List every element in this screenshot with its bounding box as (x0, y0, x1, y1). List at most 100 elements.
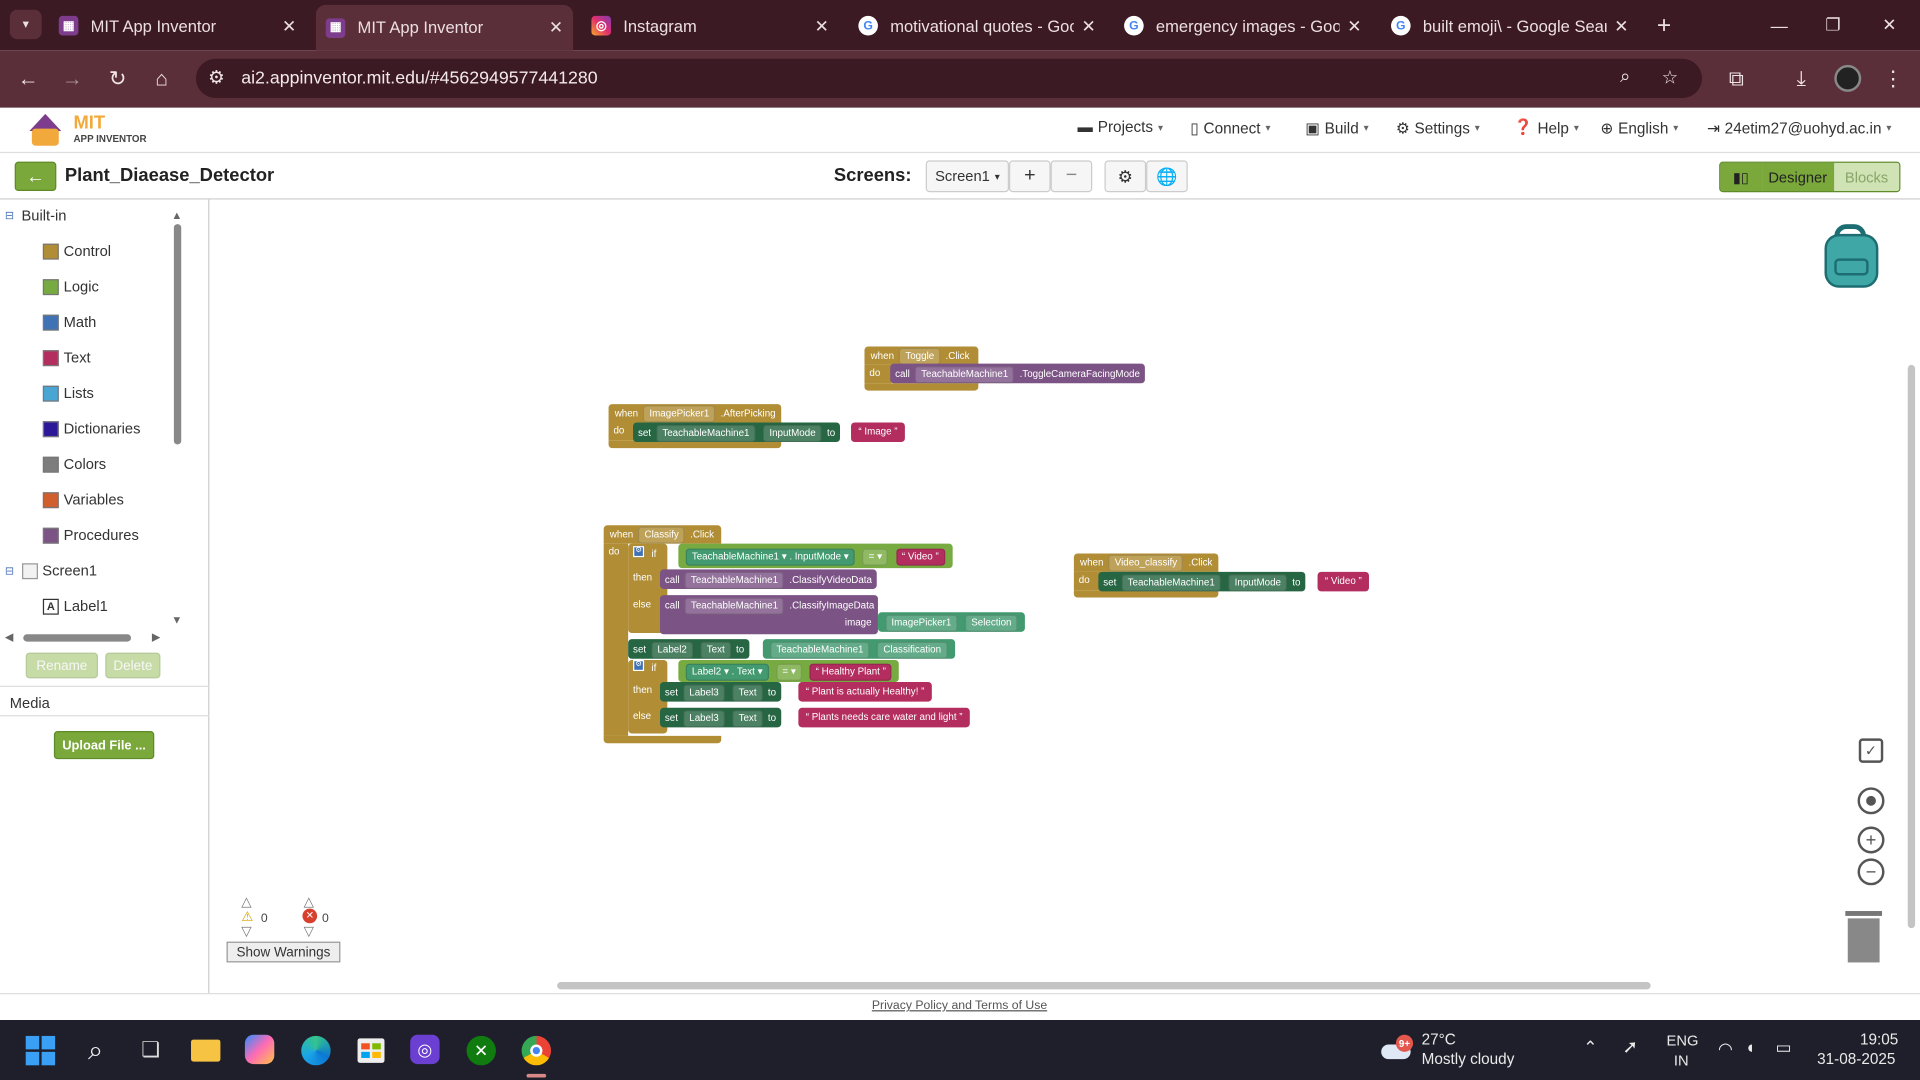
block-compare-healthy[interactable]: Label2 ▾ . Text ▾ = ▾ “ Healthy Plant ” (678, 660, 900, 683)
url-bar[interactable]: ⚙ ai2.appinventor.mit.edu/#4562949577441… (195, 58, 1703, 98)
show-warnings-button[interactable]: Show Warnings (226, 941, 341, 963)
minimize-icon[interactable]: — (1770, 15, 1788, 35)
block-text-image[interactable]: “ Image ” (851, 422, 905, 443)
new-tab-button[interactable]: + (1656, 11, 1672, 39)
zoom-out-icon[interactable]: − (1857, 858, 1885, 886)
wifi-icon[interactable]: ◠ (1717, 1038, 1733, 1058)
menu-projects[interactable]: ▬Projects▾ (1077, 118, 1163, 136)
error-up-icon[interactable]: △ (303, 895, 315, 910)
palette-procedures[interactable]: Procedures (42, 527, 139, 544)
center-workspace-icon[interactable] (1857, 787, 1885, 815)
language-region[interactable]: IN (1673, 1051, 1689, 1069)
palette-lists[interactable]: Lists (42, 384, 94, 402)
chevron-up-icon[interactable]: ⌃ (1583, 1037, 1598, 1057)
delete-button[interactable]: Delete (105, 652, 161, 679)
warning-up-icon[interactable]: △ (241, 895, 252, 910)
reload-icon[interactable]: ↻ (108, 67, 127, 91)
profile-avatar[interactable] (1834, 64, 1862, 92)
property-dropdown[interactable]: Classification (877, 641, 948, 659)
file-explorer-icon[interactable] (190, 1035, 222, 1067)
browser-tab[interactable]: G emergency images - Goog ✕ (1114, 6, 1371, 45)
blocks-workspace[interactable]: when Toggle .Click do call TeachableMach… (210, 199, 1920, 994)
temperature[interactable]: 27°C (1421, 1031, 1456, 1049)
browser-tab[interactable]: ▦ MIT App Inventor ✕ (49, 6, 306, 45)
palette-control[interactable]: Control (42, 242, 111, 260)
component-dropdown[interactable]: Toggle (899, 347, 941, 365)
designer-button[interactable]: Designer (1761, 162, 1834, 192)
component-dropdown[interactable]: TeachableMachine1 (684, 597, 785, 615)
property-dropdown[interactable]: InputMode (763, 424, 822, 443)
app-icon[interactable]: ◎ (410, 1034, 440, 1065)
close-icon[interactable]: ✕ (281, 15, 297, 35)
close-icon[interactable]: ✕ (548, 17, 564, 37)
scroll-thumb[interactable] (173, 224, 182, 445)
cleanup-icon[interactable]: ✓ (1858, 738, 1884, 763)
palette-variables[interactable]: Variables (42, 491, 124, 508)
browser-tab[interactable]: G built emoji\ - Google Sear ✕ (1381, 6, 1638, 45)
block-get-picker-selection[interactable]: ImagePicker1 Selection (877, 612, 1025, 632)
palette-logic[interactable]: Logic (42, 278, 99, 295)
text-healthy-msg[interactable]: “ Plant is actually Healthy! ” (798, 682, 932, 702)
scroll-up-icon[interactable]: ▲ (171, 209, 183, 222)
backpack-icon[interactable] (1822, 224, 1881, 288)
gear-icon[interactable]: ⚙ (633, 546, 645, 558)
workspace-hscroll[interactable] (557, 982, 1651, 990)
block-set-inputmode-image[interactable]: set TeachableMachine1 InputMode to (633, 422, 841, 443)
property-dropdown[interactable]: InputMode (1228, 574, 1288, 592)
text-care-msg[interactable]: “ Plants needs care water and light ” (798, 707, 970, 728)
menu-language[interactable]: ⊕English▾ (1600, 119, 1679, 138)
block-call-toggle-camera[interactable]: call TeachableMachine1 .ToggleCameraFaci… (890, 363, 1145, 384)
weather-text[interactable]: Mostly cloudy (1421, 1050, 1515, 1068)
operator-dropdown[interactable]: = ▾ (776, 663, 802, 681)
windows-start-icon[interactable] (24, 1035, 56, 1067)
back-icon[interactable]: ← (17, 67, 39, 91)
component-dropdown[interactable]: TeachableMachine1 (684, 571, 785, 589)
more-menu-icon[interactable]: ⋮ (1882, 67, 1904, 91)
block-compare-inputmode[interactable]: TeachableMachine1 ▾ . InputMode ▾ = ▾ “ … (678, 543, 953, 569)
operator-dropdown[interactable]: = ▾ (862, 548, 889, 566)
close-window-icon[interactable]: ✕ (1882, 14, 1897, 35)
tree-screen1[interactable]: ⊟Screen1 (4, 562, 98, 580)
getter-block[interactable]: TeachableMachine1 ▾ . InputMode ▾ (685, 548, 855, 566)
browser-tab[interactable]: ◎ Instagram ✕ (582, 6, 839, 45)
tab-search-button[interactable]: ▾ (9, 9, 42, 40)
location-icon[interactable]: ➚ (1622, 1037, 1638, 1058)
block-get-classification[interactable]: TeachableMachine1 Classification (762, 639, 955, 659)
screen-select[interactable]: Screen1▾ (925, 160, 1009, 193)
block-imagepicker-afterpicking[interactable]: when ImagePicker1 .AfterPicking do (608, 404, 782, 449)
menu-build[interactable]: ▣Build▾ (1305, 119, 1369, 138)
publish-gallery-button[interactable]: 🌐 (1146, 160, 1188, 193)
text-video[interactable]: “ Video ” (895, 548, 945, 566)
mit-logo[interactable]: MIT APP INVENTOR (24, 111, 159, 150)
menu-connect[interactable]: ▯Connect▾ (1190, 119, 1271, 138)
restore-icon[interactable]: ❐ (1825, 14, 1841, 35)
extensions-icon[interactable]: ⧉ (1728, 67, 1744, 91)
back-to-projects-button[interactable]: ← (14, 161, 57, 192)
browser-tab[interactable]: G motivational quotes - Goo ✕ (849, 6, 1106, 45)
home-icon[interactable]: ⌂ (155, 67, 168, 91)
block-set-label2-text[interactable]: set Label2 Text to (628, 639, 750, 659)
close-icon[interactable]: ✕ (814, 15, 829, 35)
weather-icon[interactable]: 9+ (1381, 1032, 1415, 1064)
component-dropdown[interactable]: Classify (638, 526, 685, 544)
component-dropdown[interactable]: Label3 (683, 710, 725, 728)
edge-icon[interactable] (300, 1035, 332, 1067)
close-icon[interactable]: ✕ (1081, 15, 1096, 35)
property-dropdown[interactable]: Text (700, 641, 731, 659)
menu-account[interactable]: ⇥24etim27@uohyd.ac.in▾ (1706, 119, 1892, 138)
property-dropdown[interactable]: Text (732, 710, 763, 728)
microsoft-store-icon[interactable] (355, 1035, 387, 1067)
remove-screen-button[interactable]: − (1050, 160, 1093, 193)
horizontal-scrollbar[interactable]: ◀ ▶ (5, 630, 167, 644)
palette-text[interactable]: Text (42, 349, 91, 366)
block-call-classify-image[interactable] (660, 595, 878, 635)
component-dropdown[interactable]: TeachableMachine1 (915, 366, 1015, 384)
warning-down-icon[interactable]: ▽ (241, 924, 252, 940)
component-dropdown[interactable]: TeachableMachine1 (656, 424, 756, 443)
project-properties-button[interactable]: ⚙ (1104, 160, 1147, 193)
clock-time[interactable]: 19:05 (1860, 1031, 1899, 1049)
workspace-vscroll[interactable] (1907, 364, 1916, 929)
vertical-scrollbar[interactable]: ▲ ▼ (171, 209, 183, 625)
scroll-right-icon[interactable]: ▶ (151, 630, 161, 643)
collapse-icon[interactable]: ⊟ (4, 208, 15, 222)
